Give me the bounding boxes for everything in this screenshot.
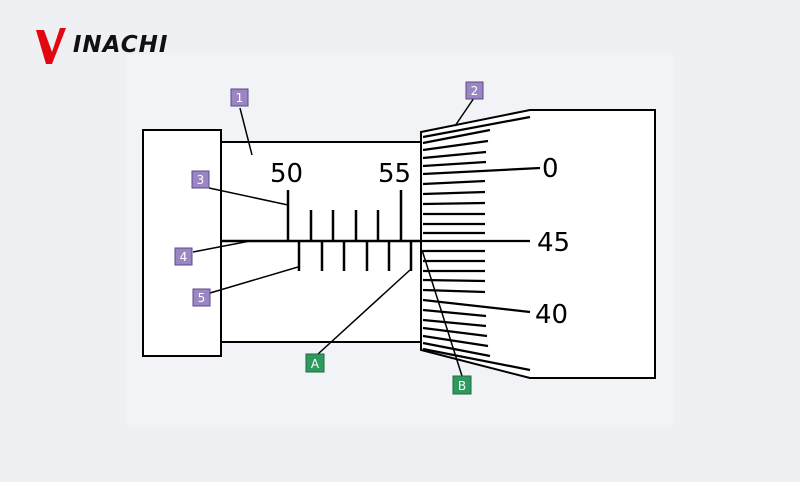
thimble xyxy=(420,109,656,379)
callout-5-label: 5 xyxy=(198,291,206,305)
callout-2-label: 2 xyxy=(471,84,479,98)
callout-4-label: 4 xyxy=(180,250,188,264)
leader-1 xyxy=(239,107,253,156)
callout-2: 2 xyxy=(465,81,484,100)
leader-3 xyxy=(208,187,289,206)
callout-b: B xyxy=(452,375,472,395)
leader-5 xyxy=(209,266,299,294)
thimble-label-40: 40 xyxy=(535,300,568,330)
callout-4: 4 xyxy=(174,247,193,266)
leader-4 xyxy=(192,240,251,253)
leader-b xyxy=(421,249,463,377)
brand-logo-text: VINACHI xyxy=(72,32,169,58)
callout-a: A xyxy=(305,353,325,373)
leader-2 xyxy=(454,97,475,127)
frame-block xyxy=(142,129,222,357)
callout-1: 1 xyxy=(230,88,249,107)
sleeve-upper-ticks xyxy=(286,190,403,241)
callout-leaders xyxy=(192,97,475,377)
sleeve-label-55: 55 xyxy=(378,159,411,189)
thimble-graduations xyxy=(421,115,541,372)
callout-3: 3 xyxy=(191,170,210,189)
vinachi-logo-mark xyxy=(36,28,66,64)
callout-a-label: A xyxy=(311,357,320,371)
callout-3-label: 3 xyxy=(197,173,205,187)
callout-1-label: 1 xyxy=(236,91,244,105)
leader-a xyxy=(317,269,411,355)
sleeve-lower-ticks xyxy=(297,241,413,271)
thimble-label-0: 0 xyxy=(542,154,559,184)
callout-5: 5 xyxy=(192,288,211,307)
callout-b-label: B xyxy=(458,379,466,393)
thimble-label-45: 45 xyxy=(537,228,570,258)
sleeve-label-50: 50 xyxy=(270,159,303,189)
